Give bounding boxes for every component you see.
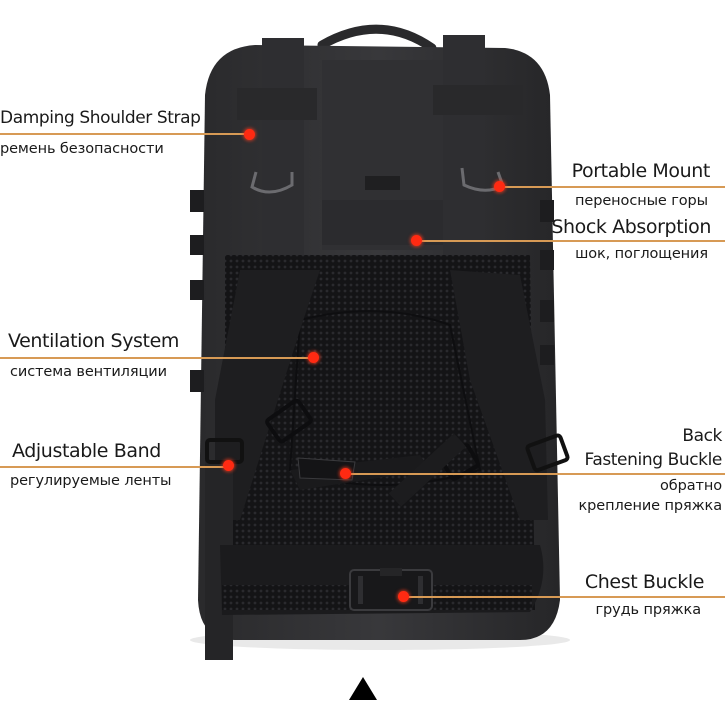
label-chest-buckle-en: Chest Buckle: [584, 571, 704, 593]
callout-dot-back-fastening-buckle: [340, 468, 351, 479]
label-adjustable-band-ru: регулируемые ленты: [10, 473, 172, 489]
label-ventilation-system-en: Ventilation System: [8, 330, 179, 352]
label-back-fastening-buckle-ru-line2: крепление пряжка: [578, 498, 723, 514]
label-damping-shoulder-strap-ru: ремень безопасности: [0, 141, 164, 157]
leader-line-ventilation-system: [0, 357, 313, 359]
up-triangle-icon: [349, 677, 377, 700]
label-portable-mount-en: Portable Mount: [571, 160, 711, 182]
label-back-fastening-buckle-ru-line1: обратно: [659, 478, 722, 494]
label-back-fastening-buckle-en-line2: Fastening Buckle: [584, 450, 723, 470]
callout-dot-shock-absorption: [411, 235, 422, 246]
label-shock-absorption-ru: шок, поглощения: [575, 246, 708, 262]
label-back-fastening-buckle-en-line1: Back: [682, 426, 722, 446]
callout-dot-adjustable-band: [223, 460, 234, 471]
leader-line-portable-mount: [499, 186, 725, 188]
label-ventilation-system-ru: система вентиляции: [10, 364, 167, 380]
label-adjustable-band-en: Adjustable Band: [12, 440, 161, 462]
leader-line-shock-absorption: [418, 240, 725, 242]
callout-dot-ventilation-system: [308, 352, 319, 363]
label-portable-mount-ru: переносные горы: [575, 193, 708, 209]
label-damping-shoulder-strap-en: Damping Shoulder Strap: [0, 108, 201, 128]
leader-line-damping-shoulder-strap: [0, 133, 248, 135]
leader-line-back-fastening-buckle: [346, 473, 725, 475]
label-shock-absorption-en: Shock Absorption: [551, 216, 711, 238]
leader-line-adjustable-band: [0, 466, 227, 468]
callout-dot-portable-mount: [494, 181, 505, 192]
label-chest-buckle-ru: грудь пряжка: [595, 602, 702, 618]
callout-dot-chest-buckle: [398, 591, 409, 602]
leader-line-chest-buckle: [404, 596, 725, 598]
callout-dot-damping-shoulder-strap: [244, 129, 255, 140]
